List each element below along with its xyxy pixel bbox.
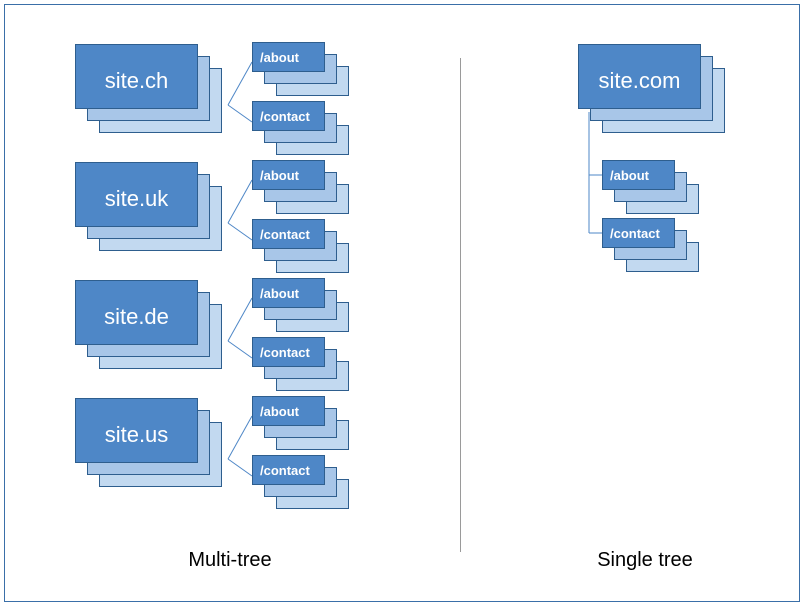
card-layer-front bbox=[75, 162, 198, 227]
connector-group-site-de bbox=[227, 297, 253, 359]
node-site-uk-contact[interactable]: /contact bbox=[252, 219, 349, 273]
node-label: /about bbox=[260, 168, 299, 183]
node-label: /about bbox=[610, 168, 649, 183]
connector-group-site-us bbox=[227, 415, 253, 477]
node-label: /about bbox=[260, 50, 299, 65]
node-label: site.ch bbox=[104, 68, 169, 93]
card-layer-front bbox=[252, 396, 325, 426]
card-layer-front bbox=[75, 280, 198, 345]
node-label: /about bbox=[260, 286, 299, 301]
card-layer-front bbox=[252, 455, 325, 485]
node-label: /about bbox=[260, 404, 299, 419]
connector-site-us-about bbox=[227, 415, 253, 460]
node-label: /contact bbox=[260, 227, 310, 242]
node-site-ch[interactable]: site.ch bbox=[75, 44, 222, 133]
card-layer-front bbox=[252, 42, 325, 72]
node-label: /contact bbox=[260, 463, 310, 478]
card-layer-front bbox=[252, 219, 325, 249]
node-label: /contact bbox=[610, 226, 660, 241]
node-label: site.uk bbox=[104, 186, 169, 211]
node-site-de[interactable]: site.de bbox=[75, 280, 222, 369]
connector-site-de-contact bbox=[227, 340, 253, 359]
connector-site-uk-contact bbox=[227, 222, 253, 241]
caption-multi-tree: Multi-tree bbox=[188, 549, 272, 571]
node-label: site.de bbox=[104, 304, 169, 329]
caption-single-tree: Single tree bbox=[597, 549, 693, 571]
node-site-uk[interactable]: site.uk bbox=[75, 162, 222, 251]
card-layer-front bbox=[578, 44, 701, 109]
card-layer-front bbox=[75, 44, 198, 109]
connector-site-us-contact bbox=[227, 458, 253, 477]
node-site-us-contact[interactable]: /contact bbox=[252, 455, 349, 509]
card-layer-front bbox=[602, 160, 675, 190]
connector-site-ch-about bbox=[227, 61, 253, 106]
card-layer-front bbox=[252, 160, 325, 190]
node-site-uk-about[interactable]: /about bbox=[252, 160, 349, 214]
node-label: /contact bbox=[260, 109, 310, 124]
node-site-us[interactable]: site.us bbox=[75, 398, 222, 487]
connector-group-site-ch bbox=[227, 61, 253, 123]
card-layer-front bbox=[602, 218, 675, 248]
connector-site-de-about bbox=[227, 297, 253, 342]
node-site-de-about[interactable]: /about bbox=[252, 278, 349, 332]
panel-divider bbox=[460, 58, 461, 552]
card-layer-front bbox=[252, 278, 325, 308]
connector-site-ch-contact bbox=[227, 104, 253, 123]
node-site-com-about[interactable]: /about bbox=[602, 160, 699, 214]
card-layer-front bbox=[252, 337, 325, 367]
node-label: site.us bbox=[104, 422, 169, 447]
connector-site-uk-about bbox=[227, 179, 253, 224]
node-site-com[interactable]: site.com bbox=[578, 44, 725, 133]
connector-group-site-uk bbox=[227, 179, 253, 241]
node-site-ch-contact[interactable]: /contact bbox=[252, 101, 349, 155]
node-site-us-about[interactable]: /about bbox=[252, 396, 349, 450]
node-site-de-contact[interactable]: /contact bbox=[252, 337, 349, 391]
node-site-ch-about[interactable]: /about bbox=[252, 42, 349, 96]
connector-group-site-com bbox=[588, 112, 602, 234]
node-site-com-contact[interactable]: /contact bbox=[602, 218, 699, 272]
card-layer-front bbox=[75, 398, 198, 463]
card-layer-front bbox=[252, 101, 325, 131]
node-label: /contact bbox=[260, 345, 310, 360]
node-label: site.com bbox=[598, 68, 681, 93]
